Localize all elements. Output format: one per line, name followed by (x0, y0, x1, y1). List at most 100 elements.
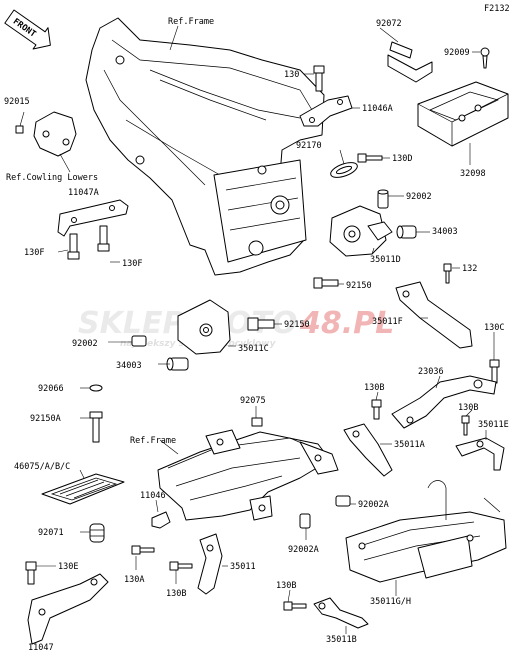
label-130B-3: 130B (166, 589, 186, 599)
bracket-11046 (151, 511, 171, 529)
bolt-130F-b-icon (97, 225, 110, 252)
label-92002A-b: 92002A (288, 545, 319, 555)
bolt-130A-icon (131, 545, 155, 555)
label-92009: 92009 (444, 48, 470, 58)
label-46075: 46075/A/B/C (14, 462, 70, 472)
label-130B-1: 130B (364, 383, 384, 393)
bracket-35011E (455, 437, 505, 471)
label-130B-4: 130B (276, 581, 296, 591)
cowling-bracket (33, 111, 77, 173)
bolt-130B-3-icon (169, 561, 193, 571)
part-92072-clip (389, 41, 413, 59)
damper-34003-left-icon (166, 357, 189, 371)
label-23036: 23036 (418, 367, 444, 377)
bracket-35011B (313, 597, 369, 629)
label-35011D: 35011D (370, 255, 401, 265)
label-130B-2: 130B (458, 403, 478, 413)
grommet-92071-icon (89, 523, 105, 543)
damper-34003-right-icon (396, 225, 417, 239)
label-11046A: 11046A (362, 104, 393, 114)
bolt-130B-4-icon (283, 601, 307, 611)
bolt-130B-1-icon (371, 399, 382, 420)
label-92072: 92072 (376, 19, 402, 29)
watermark-brand-c: 48.PL (299, 306, 394, 341)
label-34003-left: 34003 (116, 361, 142, 371)
watermark-brand-a: SKLEP (78, 306, 184, 341)
label-92066: 92066 (38, 384, 64, 394)
clamp-92170-icon (330, 162, 358, 178)
label-92002-right: 92002 (406, 192, 432, 202)
label-130F-b: 130F (122, 259, 142, 269)
part-labels: Ref.Frame 92072 92009 130 11046A 92015 9… (4, 17, 509, 653)
spacer-92002A-b-icon (299, 513, 311, 529)
label-35011C: 35011C (238, 344, 269, 354)
bolt-130E-icon (25, 561, 37, 585)
bracket-11047 (27, 573, 109, 645)
label-11047A: 11047A (68, 188, 99, 198)
bolt-130F-a-icon (67, 233, 80, 260)
label-35011GH: 35011G/H (370, 597, 411, 607)
bolt-130B-2-icon (461, 415, 470, 436)
bolt-130C-icon (489, 359, 500, 384)
bracket-11046A (299, 95, 353, 127)
watermark: SKLEP MOTO 48.PL najwiekszy sklep motocy… (78, 306, 394, 349)
battery-case-32098 (417, 81, 509, 147)
bolt-130-icon (313, 65, 325, 92)
label-92150A: 92150A (30, 414, 61, 424)
label-130E: 130E (58, 562, 78, 572)
bracket-35011D (329, 205, 393, 257)
bolt-130D-icon (357, 153, 383, 163)
main-frame (85, 17, 325, 276)
label-92015: 92015 (4, 97, 30, 107)
bolt-92015-icon (15, 125, 24, 134)
bolt-92150A-icon (89, 411, 103, 443)
label-92002A-a: 92002A (358, 500, 389, 510)
spacer-92002A-a-icon (335, 495, 351, 507)
diagram-code: F2132 (484, 4, 510, 14)
label-11047: 11047 (28, 643, 54, 653)
label-130A: 130A (124, 575, 144, 585)
bolt-132-icon (443, 263, 452, 284)
screw-92009-icon (480, 47, 490, 69)
label-35011: 35011 (230, 562, 256, 572)
bolt-92150-mid-icon (247, 317, 275, 331)
spacer-92002-right-icon (377, 189, 389, 209)
label-92150-mid: 92150 (284, 320, 310, 330)
bracket-35011A (343, 423, 393, 477)
bracket-23036 (391, 375, 497, 429)
label-92150-right: 92150 (346, 281, 372, 291)
bolt-92150-right-icon (313, 277, 339, 289)
washer-92066-icon (89, 384, 103, 392)
label-132: 132 (462, 264, 477, 274)
part-92072-strap (387, 54, 433, 83)
label-92075: 92075 (240, 396, 266, 406)
bracket-35011F (395, 281, 473, 349)
label-130C: 130C (484, 323, 504, 333)
spacer-92002-left-icon (131, 335, 147, 347)
bracket-11047A (57, 199, 129, 237)
label-ref-cowling-lowers: Ref.Cowling Lowers (6, 173, 98, 183)
label-35011A: 35011A (394, 440, 425, 450)
plate-46075-icon (41, 473, 125, 505)
label-35011E: 35011E (478, 420, 509, 430)
label-130F-a: 130F (24, 248, 44, 258)
bracket-35011 (197, 533, 223, 595)
label-92071: 92071 (38, 528, 64, 538)
label-130: 130 (284, 70, 299, 80)
sub-frame (157, 429, 339, 521)
label-ref-frame-mid: Ref.Frame (130, 436, 176, 446)
label-92170: 92170 (296, 141, 322, 151)
label-34003-right: 34003 (432, 227, 458, 237)
label-35011B: 35011B (326, 635, 357, 645)
label-35011F: 35011F (372, 317, 403, 327)
clip-92075-icon (251, 417, 263, 427)
label-92002-left: 92002 (72, 339, 98, 349)
front-arrow-icon: FRONT (4, 9, 51, 50)
rack-35011GH (345, 480, 507, 583)
bracket-35011C (177, 299, 231, 355)
leader-lines (19, 27, 495, 634)
label-32098: 32098 (460, 169, 486, 179)
label-ref-frame-top: Ref.Frame (168, 17, 214, 27)
